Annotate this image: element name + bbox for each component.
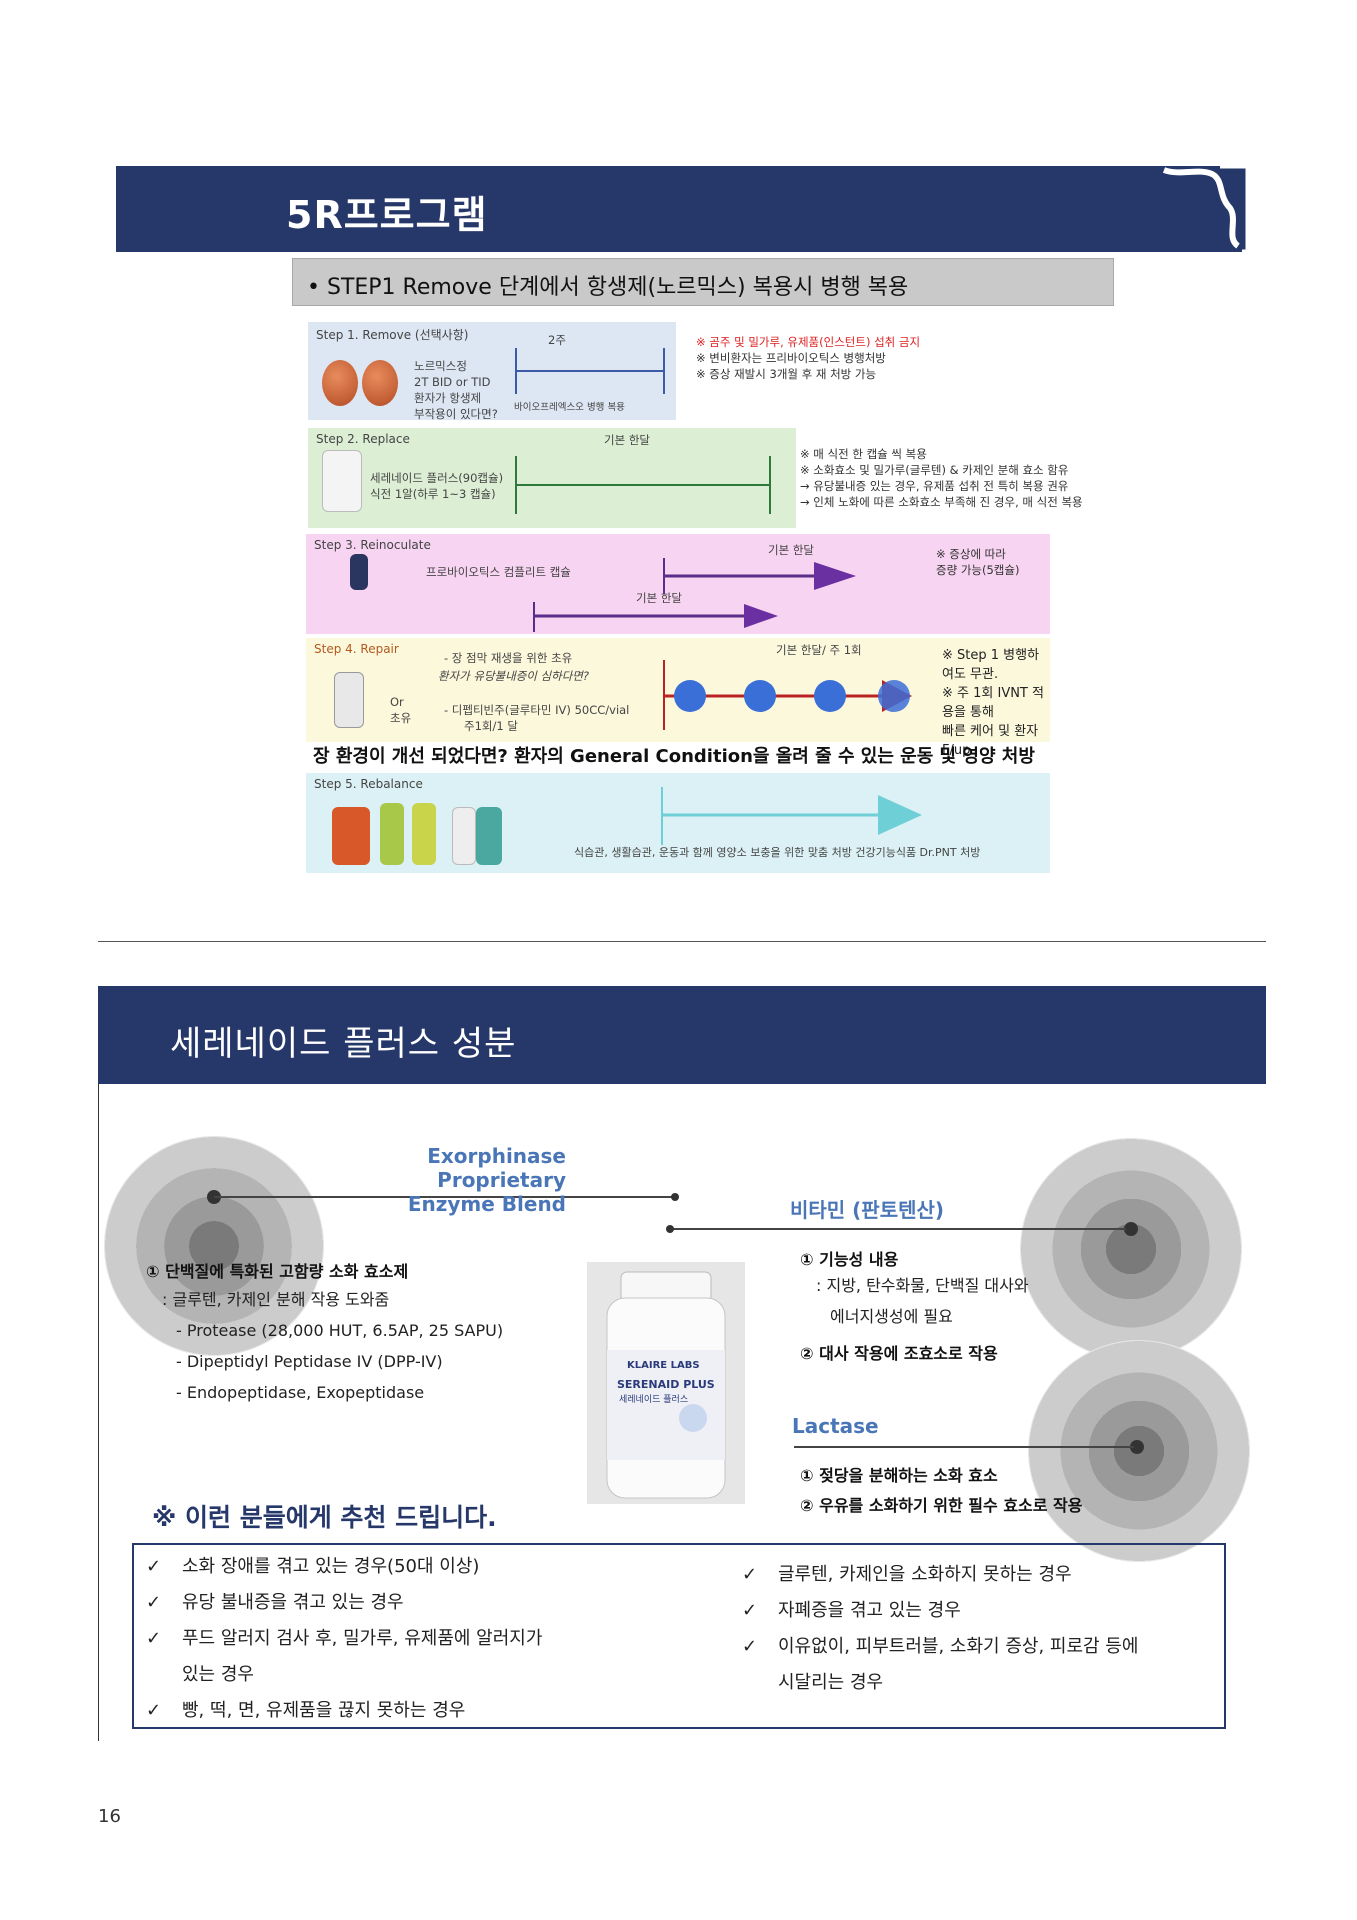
list-item: ✓자폐증을 겪고 있는 경우 [742,1593,1138,1629]
step2-timeline [515,456,771,514]
step3-duration-top: 기본 한달 [768,543,814,557]
supplement-box-image [476,807,502,865]
serenaid-plus-bottle-image: KLAIRE LABS SERENAID PLUS 세레네이드 플러스 [587,1262,745,1504]
slide2-frame [98,986,1266,1741]
connector-endpoint [671,1193,679,1201]
list-item: ✓푸드 알러지 검사 후, 밀가루, 유제품에 알러지가 [146,1621,542,1657]
exorphinase-title: Exorphinase Proprietary Enzyme Blend [407,1144,566,1216]
vitamin-heading1: ① 기능성 내용 [800,1250,899,1269]
step1-label: Step 1. Remove (선택사항) [316,328,469,342]
checkmark-icon: ✓ [146,1700,162,1721]
supplement-box-image [412,803,436,865]
pill-image [362,360,398,406]
list-item: ✓유당 불내증을 겪고 있는 경우 [146,1585,542,1621]
step4-repair-box: Step 4. Repair - 장 점막 재생을 위한 초유 환자가 유당불내… [306,638,1050,758]
step4-duration: 기본 한달/ 주 1회 [776,643,862,657]
step5-timeline [661,787,922,845]
product-name-korean: 세레네이드 플러스 [619,1395,689,1405]
recommendation-checklist: ✓소화 장애를 겪고 있는 경우(50대 이상) ✓유당 불내증을 겪고 있는 … [132,1543,1226,1729]
lactase-title: Lactase [792,1414,879,1438]
target-graphic [1020,1138,1242,1360]
step4-label: Step 4. Repair [314,642,399,656]
step4-notes: ※ Step 1 병행하여도 무관. ※ 주 1회 IVNT 적용을 통해 빠른… [942,648,1044,758]
step4-med2: - 디펩티빈주(글루타민 IV) 50CC/vial 주1회/1 달 [444,703,630,733]
recommend-title: ※ 이런 분들에게 추천 드립니다. [152,1503,497,1532]
step5-note: 식습관, 생활습관, 운동과 함께 영양소 보충을 위한 맞춤 처방 건강기능식… [574,846,981,859]
target-graphic [104,1136,324,1356]
checkmark-icon: ✓ [742,1636,758,1657]
step4-question: 환자가 유당불내증이 심하다면? [438,669,589,683]
exorphinase-heading: ① 단백질에 특화된 고함량 소화 효소제 [146,1262,409,1281]
slide2-header: 세레네이드 플러스 성분 [98,986,1266,1084]
step3-timeline [533,558,856,632]
supplement-bottle-image [322,450,362,512]
checkmark-icon: ✓ [146,1592,162,1613]
left-checklist: ✓소화 장애를 겪고 있는 경우(50대 이상) ✓유당 불내증을 겪고 있는 … [146,1549,542,1727]
checkmark-icon: ✓ [742,1600,758,1621]
right-checklist: ✓글루텐, 카제인을 소화하지 못하는 경우 ✓자폐증을 겪고 있는 경우 ✓이… [742,1557,1138,1701]
step1-duration: 2주 [548,333,566,347]
step3-duration-bottom: 기본 한달 [636,591,682,605]
step3-label: Step 3. Reinoculate [314,538,431,552]
step2-label: Step 2. Replace [316,432,410,446]
target-center-dot [1124,1222,1138,1236]
list-item: ✓글루텐, 카제인을 소화하지 못하는 경우 [742,1557,1138,1593]
lactase-line1: ① 젖당을 분해하는 소화 효소 [800,1466,998,1485]
pill-image [322,360,358,406]
step4-or-label: Or 초유 [390,695,412,725]
banner-text: • STEP1 Remove 단계에서 항생제(노르믹스) 복용시 병행 복용 [307,275,909,300]
slide1-title: 5R프로그램 [286,193,488,237]
step5-rebalance-box: Step 5. Rebalance 식습관, 생활습관, 운동과 함께 영양소 … [306,773,1050,873]
map-outline-icon [1162,166,1250,252]
vitamin-heading2: ② 대사 작용에 조효소로 작용 [800,1344,998,1363]
probiotic-bottle-image [350,554,368,590]
lactase-line2: ② 우유를 소화하기 위한 필수 효소로 작용 [800,1496,1083,1515]
vitamin-details: : 지방, 탄수화물, 단백질 대사와 에너지생성에 필요 [816,1276,1029,1326]
list-item: ✓소화 장애를 겪고 있는 경우(50대 이상) [146,1549,542,1585]
step1-remove-box: Step 1. Remove (선택사항) 노르믹스정 2T BID or TI… [308,322,676,421]
list-item: ✓이유없이, 피부트러블, 소화기 증상, 피로감 등에 [742,1629,1138,1665]
checkmark-icon: ✓ [146,1628,162,1649]
slide2-title: 세레네이드 플러스 성분 [170,1024,517,1064]
product-brand: KLAIRE LABS [627,1360,700,1371]
step5-label: Step 5. Rebalance [314,777,423,791]
page-number: 16 [98,1806,121,1827]
step2-duration: 기본 한달 [604,433,650,447]
supplement-bottle-image [452,807,476,865]
connector-endpoint [666,1225,674,1233]
step4-timeline [663,660,912,730]
step2-replace-box: Step 2. Replace 세레네이드 플러스(90캡슐) 식전 1알(하루… [308,428,796,528]
slide1-header: 5R프로그램 [116,166,1250,252]
step1-timeline [515,348,665,394]
list-item: ✓빵, 떡, 면, 유제품을 끊지 못하는 경우 [146,1693,542,1727]
bottle-icon [606,1271,726,1499]
step1-notes: ※ 곰주 및 밀가루, 유제품(인스턴트) 섭취 금지 ※ 변비환자는 프리바이… [696,335,921,381]
connector-line [214,1196,674,1198]
checkmark-icon: ✓ [146,1556,162,1577]
step3-reinoculate-box: Step 3. Reinoculate 프로바이오틱스 컴플리트 캡슐 기본 한… [306,534,1050,634]
product-name: SERENAID PLUS [617,1378,715,1391]
page-divider [98,941,1266,942]
step3-notes: ※ 증상에 따라 증량 가능(5캡슐) [936,547,1020,577]
vitamin-title: 비타민 (판토텐산) [790,1198,945,1222]
step2-notes: ※ 매 식전 한 캡슐 씩 복용 ※ 소화효소 및 밀가루(글루텐) & 카제인… [800,447,1083,509]
colostrum-bottle-image [334,672,364,728]
step1-bar-note: 바이오프레엑스오 병행 복용 [514,402,625,413]
list-item: 시달리는 경우 [778,1672,884,1693]
target-center-dot [1130,1440,1144,1454]
general-condition-text: 장 환경이 개선 되었다면? 환자의 General Condition을 올려… [313,746,1035,767]
step1-medication: 노르믹스정 2T BID or TID 환자가 항생제 부작용이 있다면? [414,359,498,421]
supplement-box-image [332,807,370,865]
connector-line [794,1446,1134,1448]
step4-med1: - 장 점막 재생을 위한 초유 [444,651,573,665]
list-item: 있는 경우 [182,1664,254,1685]
supplement-box-image [380,803,404,865]
connector-line [670,1228,1126,1230]
exorphinase-details: : 글루텐, 카제인 분해 작용 도와줌 - Protease (28,000 … [162,1290,504,1402]
step3-medication: 프로바이오틱스 컴플리트 캡슐 [426,565,571,579]
checkmark-icon: ✓ [742,1564,758,1585]
step2-medication: 세레네이드 플러스(90캡슐) 식전 1알(하루 1~3 캡슐) [370,471,504,501]
step1-banner: • STEP1 Remove 단계에서 항생제(노르믹스) 복용시 병행 복용 [292,258,1114,306]
